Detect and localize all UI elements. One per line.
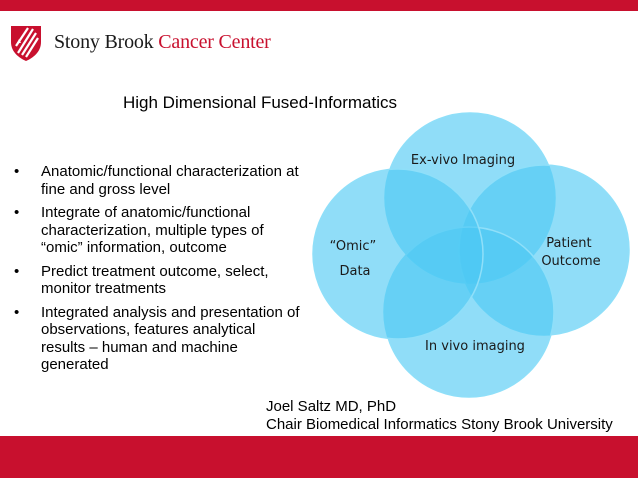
top-banner bbox=[0, 0, 638, 11]
brand-name: Stony Brook Cancer Center bbox=[54, 31, 271, 54]
bullet-item: Anatomic/functional characterization at … bbox=[14, 163, 300, 198]
slide-title: High Dimensional Fused-Informatics bbox=[123, 93, 397, 112]
bullet-item: Integrate of anatomic/functional charact… bbox=[14, 204, 300, 257]
author-credit: Joel Saltz MD, PhD Chair Biomedical Info… bbox=[266, 398, 613, 434]
bullet-item: Predict treatment outcome, select, monit… bbox=[14, 263, 300, 298]
venn-label-patient-outcome: Patient Outcome bbox=[541, 236, 600, 269]
venn-diagram: Ex-vivo Imaging Patient Outcome In vivo … bbox=[312, 112, 630, 398]
venn-circle-omic-data bbox=[312, 168, 484, 340]
brand-name-primary: Stony Brook bbox=[54, 31, 154, 53]
author-role: Chair Biomedical Informatics Stony Brook… bbox=[266, 416, 613, 433]
brand-name-secondary: Cancer Center bbox=[158, 31, 271, 53]
venn-label-in-vivo: In vivo imaging bbox=[425, 339, 525, 354]
bottom-banner bbox=[0, 436, 638, 478]
stony-brook-logo-icon bbox=[11, 26, 41, 61]
bullet-item: Integrated analysis and presentation of … bbox=[14, 304, 300, 374]
bullet-list: Anatomic/functional characterization at … bbox=[14, 163, 300, 380]
author-name: Joel Saltz MD, PhD bbox=[266, 398, 397, 415]
venn-label-omic-data: “Omic” Data bbox=[330, 239, 381, 279]
venn-label-ex-vivo: Ex-vivo Imaging bbox=[411, 153, 515, 168]
